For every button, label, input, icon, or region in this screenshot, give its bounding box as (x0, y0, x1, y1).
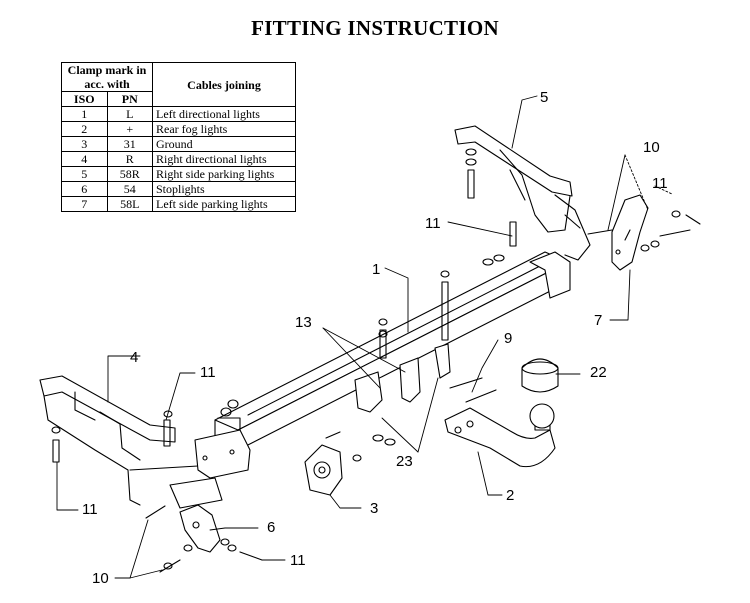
callout-11-bottom: 11 (290, 552, 306, 569)
callout-6: 6 (267, 519, 275, 536)
callout-2: 2 (506, 487, 514, 504)
header-cables: Cables joining (152, 62, 296, 107)
callout-13: 13 (295, 314, 312, 331)
cell-iso: 7 (61, 196, 108, 212)
cell-cable: Stoplights (152, 181, 296, 197)
lower-bracket (179, 504, 221, 553)
cell-pn: 58L (106, 196, 153, 212)
cell-pn: 31 (106, 136, 153, 152)
page-title: FITTING INSTRUCTION (251, 16, 499, 40)
left-mount-plate (169, 429, 251, 509)
callout-10-top: 10 (643, 139, 660, 156)
crossbar (214, 251, 571, 451)
tow-ball-arm (444, 403, 556, 468)
callout-11-left: 11 (200, 364, 216, 381)
cell-cable: Right side parking lights (152, 166, 296, 182)
leader-lines (56, 95, 673, 579)
callout-11-lower-left: 11 (82, 501, 98, 518)
nuts-washers (51, 148, 681, 570)
header-clamp: Clamp mark in acc. with (61, 62, 153, 92)
center-brackets (354, 343, 451, 413)
callout-7: 7 (594, 312, 602, 329)
cell-cable: Left side parking lights (152, 196, 296, 212)
cell-cable: Ground (152, 136, 296, 152)
callout-23: 23 (396, 453, 413, 470)
cell-iso: 5 (61, 166, 108, 182)
cell-cable: Right directional lights (152, 151, 296, 167)
bolts (52, 169, 701, 573)
right-bracket (454, 125, 591, 261)
clamp-table: Clamp mark in acc. with Cables joining I… (61, 62, 296, 212)
callout-22: 22 (590, 364, 607, 381)
callout-11-upper: 11 (425, 215, 441, 232)
callout-11-right: 11 (652, 175, 668, 192)
right-plate (611, 194, 649, 271)
ball-cap (521, 358, 559, 393)
callout-10-bottom: 10 (92, 570, 109, 587)
callout-labels: 1 2 3 4 5 6 7 9 10 10 11 11 11 11 11 13 … (82, 89, 668, 587)
callout-5: 5 (540, 89, 548, 106)
callout-9: 9 (504, 330, 512, 347)
left-bracket (39, 375, 241, 506)
cell-pn: 54 (106, 181, 153, 197)
socket-plate (304, 431, 343, 496)
callout-4: 4 (130, 349, 138, 366)
callout-1: 1 (372, 261, 380, 278)
header-pn: PN (106, 91, 153, 107)
callout-3: 3 (370, 500, 378, 517)
